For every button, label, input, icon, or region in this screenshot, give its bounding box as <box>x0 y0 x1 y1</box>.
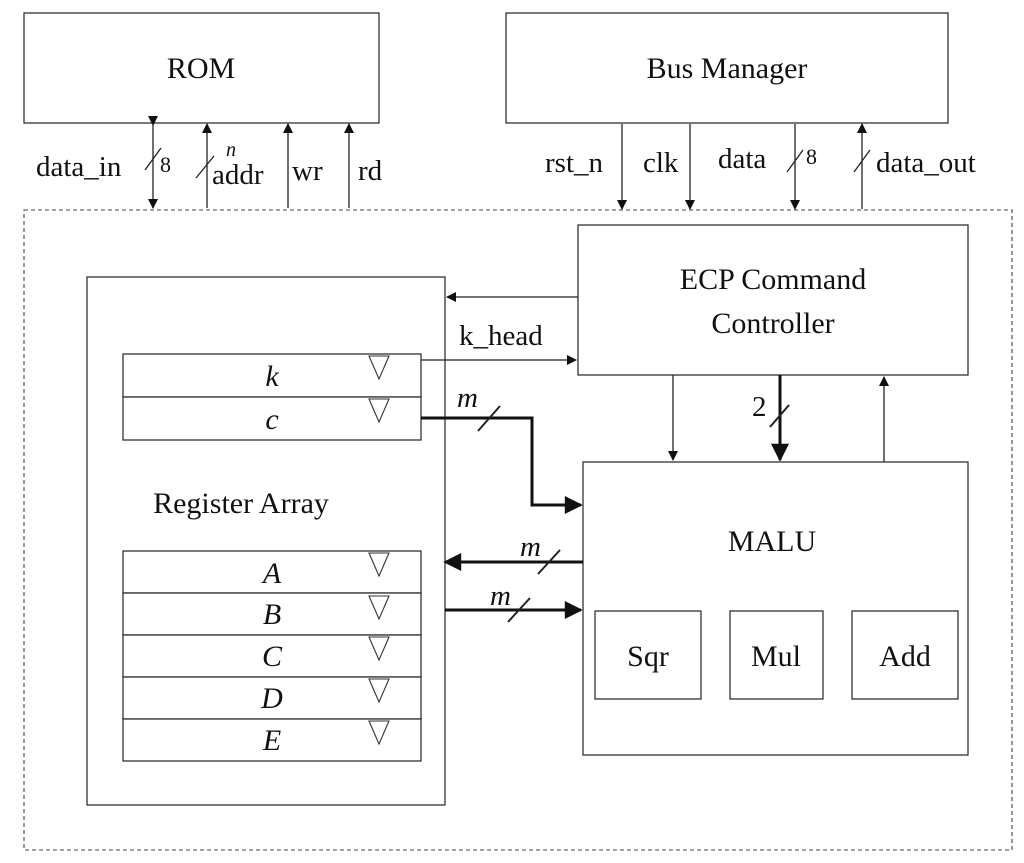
b-to-malu-width-slash <box>507 597 531 623</box>
addr-width-label: n <box>226 139 236 161</box>
ecp-command-controller-box <box>577 224 969 376</box>
mul-label: Mul <box>751 640 801 673</box>
data-width-label: 8 <box>806 144 817 169</box>
ecp-label-line1: ECP Command <box>680 263 866 296</box>
malu-to-a-width-label: m <box>520 531 541 563</box>
c-bus-width-label: m <box>457 382 478 414</box>
c-to-malu-bus <box>421 416 583 514</box>
register-b-label: B <box>263 598 281 631</box>
register-array-block: Register Array k c A B <box>86 276 446 806</box>
bus-manager-signals: rst_n clk data 8 data_out <box>545 123 976 210</box>
ecp-label-line2: Controller <box>711 307 834 340</box>
bus-manager-block: Bus Manager <box>505 12 949 124</box>
data-out-width-slash <box>853 149 871 173</box>
register-k-clock-icon <box>368 355 390 381</box>
register-c: c <box>122 396 422 441</box>
rd-label: rd <box>358 155 383 187</box>
register-e: E <box>122 718 422 762</box>
c-bus-width-slash <box>477 405 501 432</box>
register-k-label: k <box>265 360 279 393</box>
register-b: B <box>122 592 422 636</box>
register-d-label: D <box>260 682 283 715</box>
mul-box <box>729 610 824 700</box>
register-a-clock-icon <box>368 552 390 578</box>
rom-signals: data_in 8 n addr wr rd <box>36 116 383 209</box>
malu-label: MALU <box>728 525 817 558</box>
rom-label: ROM <box>167 52 235 85</box>
data-in-label: data_in <box>36 151 122 183</box>
control-width-label: 2 <box>752 391 767 423</box>
register-c-upper: C <box>122 634 422 678</box>
wr-label: wr <box>292 155 323 187</box>
processor-boundary <box>23 209 1013 851</box>
rom-box <box>23 12 380 124</box>
register-d-clock-icon <box>368 678 390 704</box>
malu-box <box>582 461 969 756</box>
data-label: data <box>718 143 766 175</box>
clk-label: clk <box>643 147 679 179</box>
register-e-label: E <box>262 724 281 757</box>
rst-n-label: rst_n <box>545 147 604 179</box>
data-width-slash <box>786 149 804 173</box>
data-in-width-label: 8 <box>160 152 171 177</box>
mul-unit: Mul <box>729 610 824 700</box>
sqr-box <box>594 610 702 700</box>
sqr-unit: Sqr <box>594 610 702 700</box>
add-unit: Add <box>851 610 959 700</box>
addr-width-slash <box>195 155 215 179</box>
bus-manager-label: Bus Manager <box>647 52 808 85</box>
register-group-bottom: A B C D E <box>122 550 422 762</box>
register-c-label: c <box>265 403 278 436</box>
register-a: A <box>122 550 422 594</box>
ecp-command-controller-block: ECP Command Controller <box>577 224 969 376</box>
k-head-label: k_head <box>459 320 543 352</box>
data-out-label: data_out <box>876 147 976 179</box>
register-group-top: k c <box>122 353 422 441</box>
register-a-label: A <box>261 557 282 590</box>
addr-label: addr <box>212 159 264 191</box>
add-label: Add <box>879 640 931 673</box>
register-d: D <box>122 676 422 720</box>
register-e-clock-icon <box>368 720 390 746</box>
malu-block: MALU Sqr Mul Add <box>582 461 969 756</box>
register-array-label: Register Array <box>153 487 329 520</box>
sqr-label: Sqr <box>627 640 669 673</box>
control-width-slash <box>769 404 790 428</box>
b-to-malu-width-label: m <box>490 580 511 612</box>
internal-connections: k_head m m m 2 <box>421 292 889 623</box>
rom-block: ROM <box>23 12 380 124</box>
register-c-upper-label: C <box>262 640 283 673</box>
register-c-clock-icon <box>368 398 390 424</box>
add-box <box>851 610 959 700</box>
register-k: k <box>122 353 422 398</box>
register-c-upper-clock-icon <box>368 636 390 662</box>
bus-manager-box <box>505 12 949 124</box>
register-b-clock-icon <box>368 595 390 621</box>
malu-to-a-width-slash <box>537 549 561 575</box>
data-in-width-slash <box>144 147 162 171</box>
